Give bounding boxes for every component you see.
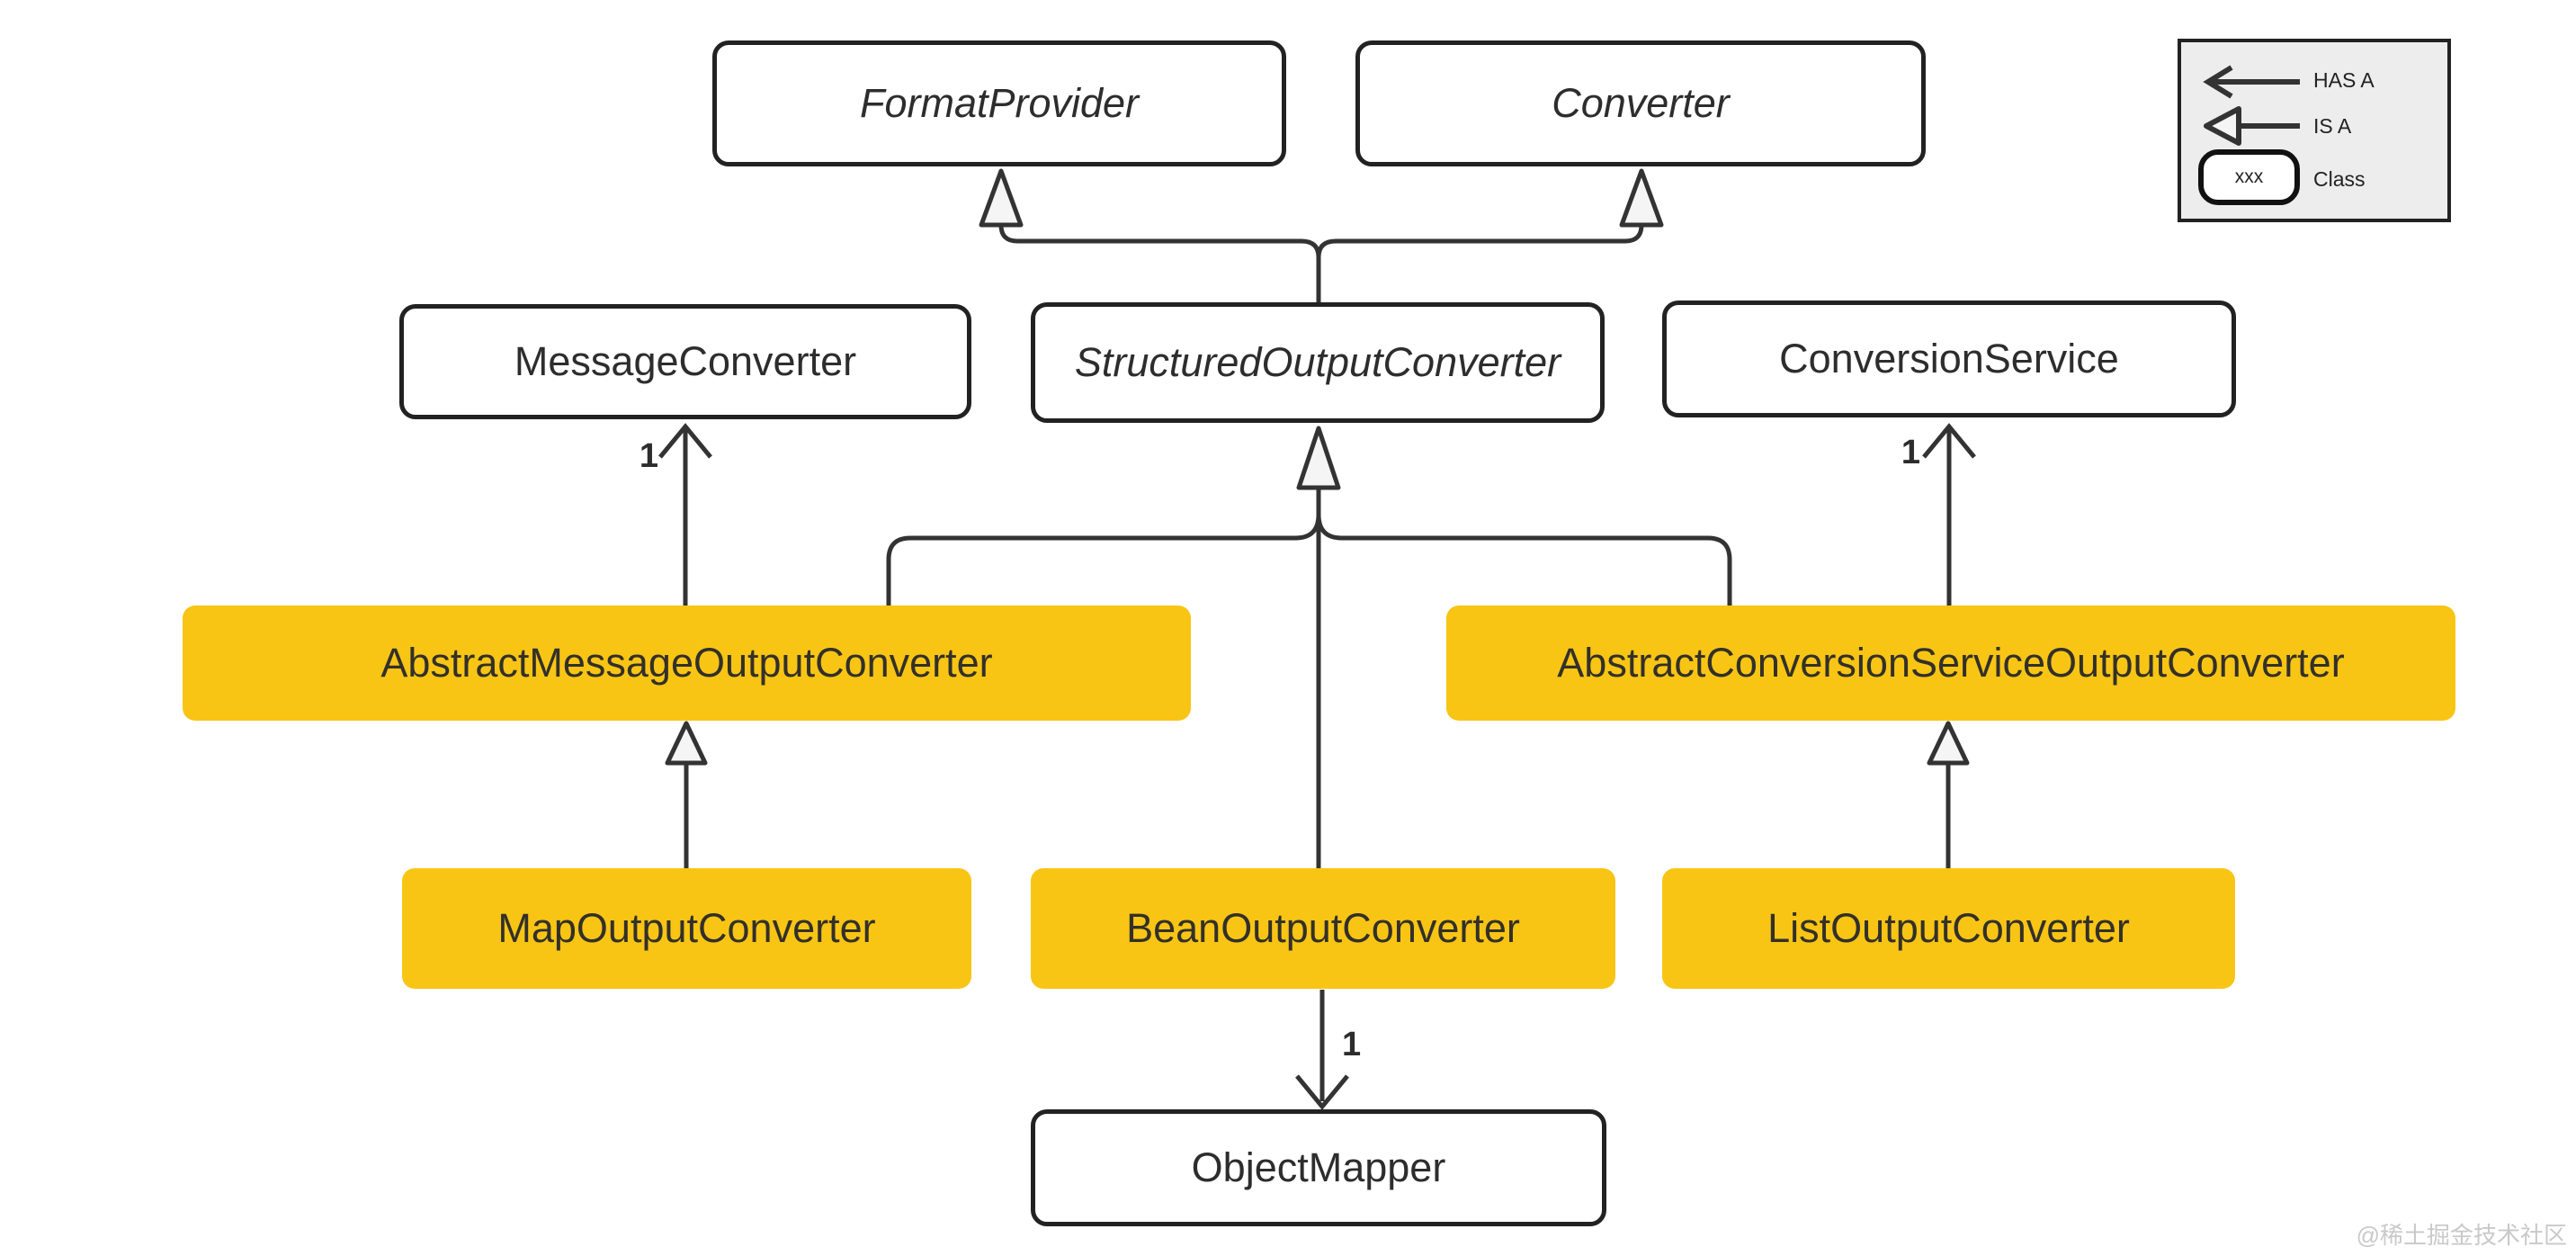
node-message-converter: MessageConverter <box>399 304 971 419</box>
hasa-edge-abstractmessageoutputconverter-to-messageconverter <box>658 423 712 606</box>
node-object-mapper: ObjectMapper <box>1031 1109 1606 1226</box>
isa-edge-mapoutputconverter-to-abstractmessageoutputconverter <box>665 721 708 868</box>
legend-class-sample-box: xxx <box>2198 149 2300 205</box>
is-a-arrow-icon <box>2204 106 2300 146</box>
legend: HAS A IS A xxx Class <box>2178 39 2451 222</box>
legend-class-label: Class <box>2313 167 2366 191</box>
node-conversion-service: ConversionService <box>1662 301 2236 417</box>
multiplicity-label-conversionservice: 1 <box>1901 434 1920 471</box>
node-list-output-converter: ListOutputConverter <box>1662 868 2235 989</box>
legend-class-sample-text: xxx <box>2234 166 2264 187</box>
isa-edge-children-to-structuredoutputconverter <box>886 426 1732 868</box>
node-abstract-message-output-converter: AbstractMessageOutputConverter <box>183 606 1191 721</box>
multiplicity-label-objectmapper: 1 <box>1342 1026 1362 1063</box>
multiplicity-label-messageconverter: 1 <box>639 437 658 475</box>
node-map-output-converter: MapOutputConverter <box>402 868 971 989</box>
node-abstract-conversion-service-output-converter: AbstractConversionServiceOutputConverter <box>1446 606 2455 721</box>
node-structured-output-converter: StructuredOutputConverter <box>1031 302 1605 423</box>
legend-is-a-label: IS A <box>2313 114 2352 138</box>
isa-edge-structuredoutputconverter-to-formatprovider <box>979 168 1321 302</box>
node-bean-output-converter: BeanOutputConverter <box>1031 868 1615 989</box>
hasa-edge-beanoutputconverter-to-objectmapper <box>1295 990 1349 1110</box>
isa-edge-listoutputconverter-to-abstractconversionserviceoutputconverter <box>1927 721 1970 868</box>
legend-has-a-label: HAS A <box>2313 68 2375 92</box>
node-converter: Converter <box>1355 40 1926 166</box>
hasa-edge-abstractconversionserviceoutputconverter-to-conversionservice <box>1922 423 1976 606</box>
has-a-arrow-icon <box>2203 65 2300 99</box>
node-format-provider: FormatProvider <box>712 40 1286 166</box>
isa-edge-structuredoutputconverter-to-converter <box>1316 168 1664 258</box>
watermark: @稀土掘金技术社区 <box>2356 1222 2567 1249</box>
